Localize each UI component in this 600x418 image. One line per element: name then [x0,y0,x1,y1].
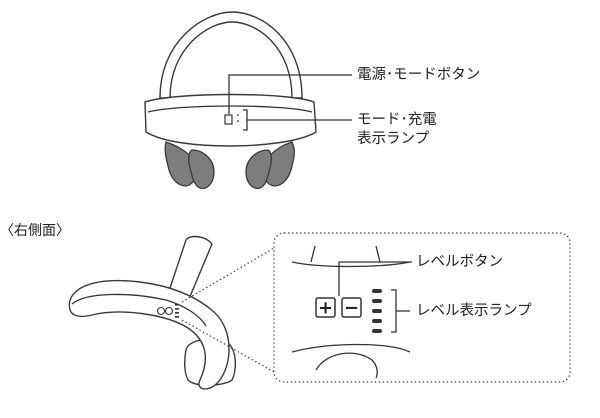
side-plus-button-small[interactable] [156,306,166,316]
power-mode-button-top[interactable] [224,114,233,125]
side-minus-button-small[interactable] [164,306,174,316]
side-level-lamp-small-2 [175,308,179,310]
side-level-lamp-small-1 [175,304,179,306]
level-lamp-label: レベル表示ランプ [416,303,532,319]
level-button-label: レベルボタン [416,254,503,270]
plus-symbol: + [318,298,333,319]
mode-charge-lamp-dot-2 [237,120,239,122]
level-lamp-1 [372,289,382,293]
power-mode-button-label: 電源･モードボタン [357,67,481,83]
side-level-lamp-small-4 [175,316,179,318]
headband [159,11,303,99]
zoom-connector-bottom [181,319,275,373]
side-level-lamp-small-3 [175,312,179,314]
minus-symbol: − [344,298,359,319]
side-view-heading: 〈右側面〉 [0,223,70,239]
leader-level-button [338,261,412,296]
zoom-detail: + − [291,245,411,379]
zoom-connector-top [181,247,275,303]
level-lamp-4 [372,319,382,323]
level-lamp-2 [372,299,382,303]
mode-charge-lamp-label-line2: 表示ランプ [357,131,430,147]
left-ear-piece [164,141,215,190]
side-strap [165,235,213,307]
mode-charge-lamp-dot-1 [237,114,239,116]
level-lamp-3 [372,309,382,313]
top-view-device [144,11,317,190]
side-view-device [68,235,237,390]
right-ear-piece [245,141,295,190]
leader-mode-charge-lamp [243,109,352,131]
level-lamp-5 [372,329,382,333]
plus-button[interactable] [315,297,336,318]
mode-charge-lamp-label-line1: モード･充電 [357,112,437,128]
leader-level-lamp [391,289,410,333]
side-arm [68,279,230,390]
minus-button[interactable] [341,297,362,318]
leader-power-mode-button [228,74,352,114]
